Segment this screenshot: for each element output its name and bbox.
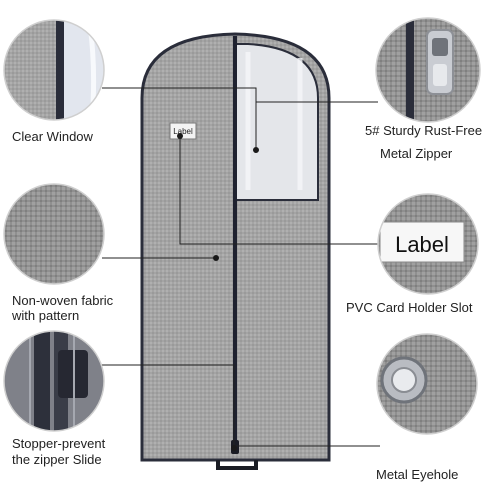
clear-window-closeup xyxy=(3,19,105,121)
label-card-closeup: Label xyxy=(377,193,479,295)
zipper-label-line2: Metal Zipper xyxy=(380,146,453,161)
garment-bag: Label xyxy=(140,32,331,470)
callout-lines xyxy=(102,87,380,448)
zipper-label-line1: 5# Sturdy Rust-Free xyxy=(365,123,483,138)
stopper-label-line1: Stopper-prevent xyxy=(12,436,106,451)
stopper-closeup xyxy=(3,330,105,432)
clear-window-label: Clear Window xyxy=(12,129,93,144)
stopper-label-line2: the zipper Slide xyxy=(12,452,102,467)
zipper-closeup xyxy=(375,17,481,123)
fabric-closeup xyxy=(3,183,105,285)
fabric-label-line1: Non-woven fabric xyxy=(12,293,114,308)
bag-handle xyxy=(216,460,258,470)
callout-dots xyxy=(177,133,259,451)
card-holder-label: PVC Card Holder Slot xyxy=(346,300,473,315)
eyehole-closeup xyxy=(376,333,478,435)
label-card-text: Label xyxy=(395,232,449,257)
bag-card-text: Label xyxy=(173,127,193,136)
fabric-label-line2: with pattern xyxy=(12,308,80,323)
eyehole-label: Metal Eyehole xyxy=(376,467,459,482)
bag-card-holder xyxy=(169,122,197,140)
